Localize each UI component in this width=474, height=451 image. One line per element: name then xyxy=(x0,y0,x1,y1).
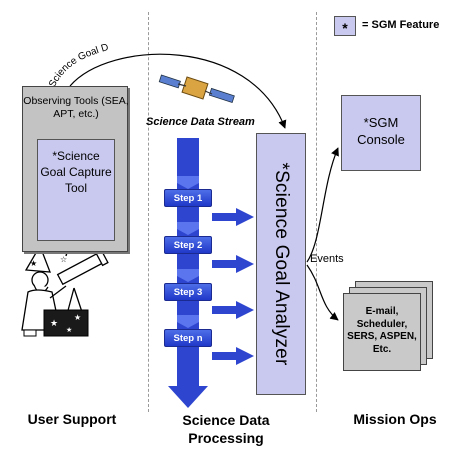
events-arrow-console xyxy=(306,147,339,263)
observing-tools-label: Observing Tools (SEA, APT, etc.) xyxy=(23,95,129,120)
satellite-icon xyxy=(158,74,235,104)
step-output-arrow xyxy=(212,208,254,226)
column-label-user-support: User Support xyxy=(27,411,117,427)
step-output-arrow xyxy=(212,301,254,319)
step-2: Step 2 xyxy=(164,236,212,254)
mission-tools-stack: E-mail, Scheduler, SERS, ASPEN, Etc. xyxy=(343,293,421,371)
svg-text:★: ★ xyxy=(74,313,81,322)
events-label: Events xyxy=(310,253,344,265)
descriptions-label: Science Goal Descriptions xyxy=(0,0,110,89)
stream-shaft xyxy=(177,138,199,388)
events-arrow-mission-tools xyxy=(306,264,339,321)
stream-arrowhead xyxy=(168,386,208,408)
column-label-science-data-processing: Science Data Processing xyxy=(182,412,270,446)
sgm-console: *SGM Console xyxy=(341,95,421,171)
analyzer-label: *Science Goal Analyzer xyxy=(271,162,292,366)
step-n: Step n xyxy=(164,329,212,347)
svg-text:★: ★ xyxy=(30,259,37,268)
svg-text:☆: ☆ xyxy=(60,255,67,264)
svg-text:★: ★ xyxy=(50,319,58,329)
column-label-mission-ops: Mission Ops xyxy=(353,411,437,427)
legend-swatch: * xyxy=(334,16,356,36)
legend-label: = SGM Feature xyxy=(362,19,440,31)
column-divider-right xyxy=(316,12,317,412)
step-1: Step 1 xyxy=(164,189,212,207)
step-output-arrow xyxy=(212,347,254,365)
stream-chevron xyxy=(177,176,199,189)
step-3: Step 3 xyxy=(164,283,212,301)
column-divider-left xyxy=(148,12,149,412)
stream-chevron xyxy=(177,222,199,235)
stream-chevron xyxy=(177,315,199,328)
science-goal-capture-tool: *Science Goal Capture Tool xyxy=(37,139,115,241)
astronomer-telescope-icon: ★ ★ ★ ★ ☆ xyxy=(21,244,109,337)
step-output-arrow xyxy=(212,255,254,273)
descriptions-arrow xyxy=(69,53,287,129)
science-data-stream-label: Science Data Stream xyxy=(146,116,255,128)
observing-tools-box: Observing Tools (SEA, APT, etc.) *Scienc… xyxy=(22,86,129,252)
svg-text:★: ★ xyxy=(66,326,72,334)
science-goal-analyzer: *Science Goal Analyzer xyxy=(256,133,306,395)
stream-chevron xyxy=(177,269,199,282)
